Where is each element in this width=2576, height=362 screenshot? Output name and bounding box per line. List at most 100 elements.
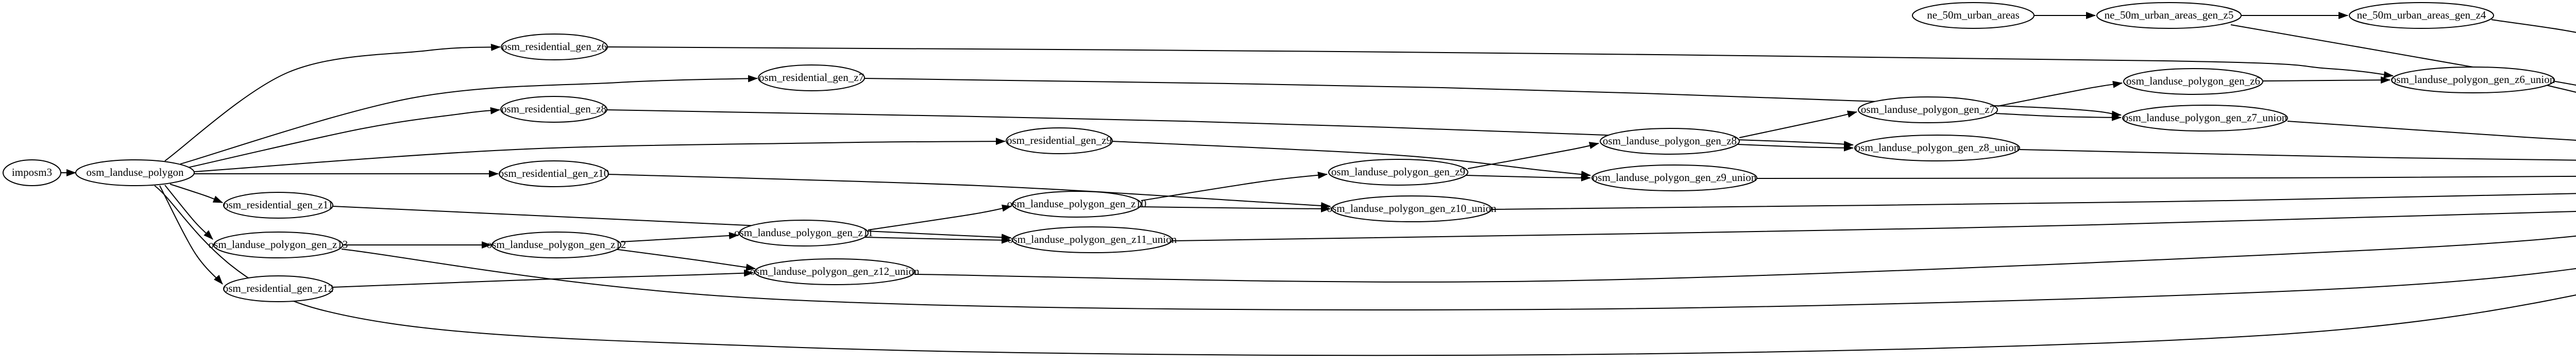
node-label-osm_landuse_polygon_gen_z9_union: osm_landuse_polygon_gen_z9_union (1592, 171, 1757, 184)
node-osm_landuse_polygon_gen_z11: osm_landuse_polygon_gen_z11 (734, 220, 873, 246)
edge-ne_50m_urban_areas_gen_z5-to-layer_landuse:z5 (2230, 24, 2576, 86)
edge-osm_landuse_polygon_gen_z11-to-osm_landuse_polygon_gen_z10 (868, 204, 1012, 231)
node-ellipse-osm_landuse_polygon_gen_z7 (1858, 96, 1998, 123)
edge-osm_residential_gen_z6-to-osm_landuse_polygon_gen_z6_union (607, 46, 2394, 78)
edge-osm_residential_gen_z7-to-osm_landuse_polygon_gen_z7_union (864, 78, 2122, 118)
node-label-osm_residential_gen_z8: osm_residential_gen_z8 (501, 103, 606, 115)
node-ellipse-osm_landuse_polygon_gen_z10_union (1331, 195, 1492, 222)
edge-osm_residential_gen_z9-to-osm_landuse_polygon_gen_z9_union (1112, 141, 1591, 178)
edge-osm_landuse_polygon-to-osm_residential_gen_z12 (159, 185, 223, 285)
edge-osm_landuse_polygon_gen_z8-to-osm_landuse_polygon_gen_z7 (1739, 110, 1857, 138)
node-osm_residential_gen_z7: osm_residential_gen_z7 (758, 64, 865, 91)
node-ellipse-osm_residential_gen_z6 (501, 34, 608, 60)
node-ellipse-osm_landuse_polygon_gen_z9 (1328, 159, 1468, 186)
node-label-osm_residential_gen_z11: osm_residential_gen_z11 (223, 199, 333, 211)
node-osm_landuse_polygon_gen_z12: osm_landuse_polygon_gen_z12 (487, 232, 626, 258)
node-label-osm_landuse_polygon_gen_z10_union: osm_landuse_polygon_gen_z10_union (1327, 202, 1497, 215)
edge-osm_landuse_polygon_gen_z8-to-osm_landuse_polygon_gen_z8_union (1737, 144, 1854, 152)
edge-osm_landuse_polygon_gen_z13-to-layer_landuse:z13 (341, 249, 2576, 310)
node-label-ne_50m_urban_areas: ne_50m_urban_areas (1927, 9, 2020, 21)
node-osm_landuse_polygon_gen_z9: osm_landuse_polygon_gen_z9 (1328, 159, 1468, 186)
edge-osm_landuse_polygon_gen_z10-to-osm_landuse_polygon_gen_z10_union (1140, 205, 1331, 212)
node-ellipse-ne_50m_urban_areas (1912, 2, 2035, 29)
node-osm_landuse_polygon_gen_z8: osm_landuse_polygon_gen_z8 (1600, 128, 1740, 155)
edge-osm_landuse_polygon_gen_z6-to-osm_landuse_polygon_gen_z6_union (2262, 76, 2391, 84)
node-ne_50m_urban_areas: ne_50m_urban_areas (1912, 2, 2035, 29)
node-ellipse-osm_landuse_polygon_gen_z6 (2123, 68, 2263, 95)
edge-osm_residential_gen_z12-to-osm_landuse_polygon_gen_z12_union (332, 269, 754, 288)
edge-osm_landuse_polygon_gen_z9-to-osm_landuse_polygon_gen_z9_union (1466, 174, 1591, 182)
node-osm_landuse_polygon_gen_z7: osm_landuse_polygon_gen_z7 (1858, 96, 1998, 123)
node-osm_landuse_polygon_gen_z13: osm_landuse_polygon_gen_z13 (209, 232, 348, 258)
node-label-osm_landuse_polygon_gen_z13: osm_landuse_polygon_gen_z13 (209, 238, 348, 251)
node-label-ne_50m_urban_areas_gen_z5: ne_50m_urban_areas_gen_z5 (2105, 9, 2234, 21)
node-osm_landuse_polygon_gen_z9_union: osm_landuse_polygon_gen_z9_union (1591, 164, 1757, 191)
node-ellipse-osm_residential_gen_z11 (223, 192, 333, 219)
node-ne_50m_urban_areas_gen_z4: ne_50m_urban_areas_gen_z4 (2349, 2, 2494, 29)
edge-osm_landuse_polygon_gen_z7_union-to-layer_landuse:z7 (2287, 121, 2576, 141)
edge-osm_landuse_polygon_gen_z9_union-to-layer_landuse:z9 (1756, 175, 2576, 179)
node-ellipse-osm_residential_gen_z10 (499, 160, 609, 187)
edge-osm_landuse_polygon-to-layer_landuse:z14+ (154, 185, 2576, 356)
node-osm_landuse_polygon_gen_z11_union: osm_landuse_polygon_gen_z11_union (1008, 226, 1177, 253)
node-osm_landuse_polygon_gen_z8_union: osm_landuse_polygon_gen_z8_union (1854, 135, 2020, 161)
node-osm_residential_gen_z12: osm_residential_gen_z12 (223, 275, 334, 302)
edge-osm_landuse_polygon_gen_z12-to-osm_landuse_polygon_gen_z11 (620, 232, 739, 242)
node-ellipse-osm_landuse_polygon_gen_z7_union (2122, 105, 2288, 131)
node-label-osm_landuse_polygon_gen_z11: osm_landuse_polygon_gen_z11 (734, 226, 873, 239)
node-ellipse-osm_residential_gen_z12 (223, 275, 333, 302)
node-ellipse-osm_residential_gen_z7 (758, 64, 865, 91)
node-ellipse-osm_landuse_polygon_gen_z11 (739, 220, 869, 246)
node-osm_landuse_polygon: osm_landuse_polygon (75, 159, 195, 186)
node-ellipse-osm_landuse_polygon_gen_z13 (213, 232, 343, 258)
edge-osm_residential_gen_z11-to-osm_landuse_polygon_gen_z11_union (332, 206, 1011, 241)
node-osm_landuse_polygon_gen_z10: osm_landuse_polygon_gen_z10 (1007, 191, 1146, 218)
node-label-osm_landuse_polygon_gen_z6: osm_landuse_polygon_gen_z6 (2126, 75, 2260, 87)
edge-osm_landuse_polygon_gen_z7-to-osm_landuse_polygon_gen_z7_union (1995, 113, 2122, 121)
node-ellipse-osm_landuse_polygon_gen_z11_union (1012, 226, 1173, 253)
edge-osm_residential_gen_z8-to-osm_landuse_polygon_gen_z8_union (606, 109, 1854, 149)
node-label-osm_residential_gen_z9: osm_residential_gen_z9 (1007, 134, 1112, 146)
edge-osm_landuse_polygon-to-osm_residential_gen_z11 (170, 184, 223, 203)
node-osm_landuse_polygon_gen_z12_union: osm_landuse_polygon_gen_z12_union (750, 258, 920, 285)
node-ellipse-osm_landuse_polygon_gen_z10 (1012, 191, 1142, 218)
node-label-osm_residential_gen_z7: osm_residential_gen_z7 (759, 71, 864, 84)
node-imposm3: imposm3 (3, 159, 61, 186)
node-osm_residential_gen_z8: osm_residential_gen_z8 (500, 96, 607, 123)
node-ellipse-osm_residential_gen_z8 (500, 96, 607, 123)
node-label-osm_landuse_polygon_gen_z9: osm_landuse_polygon_gen_z9 (1331, 166, 1465, 178)
node-label-osm_landuse_polygon_gen_z7: osm_landuse_polygon_gen_z7 (1861, 103, 1995, 116)
node-osm_landuse_polygon_gen_z6: osm_landuse_polygon_gen_z6 (2123, 68, 2263, 95)
node-ellipse-osm_landuse_polygon_gen_z12 (492, 232, 621, 258)
node-label-osm_residential_gen_z10: osm_residential_gen_z10 (499, 167, 609, 179)
node-ellipse-osm_landuse_polygon_gen_z8 (1600, 128, 1740, 155)
node-osm_residential_gen_z10: osm_residential_gen_z10 (499, 160, 609, 187)
node-label-osm_residential_gen_z6: osm_residential_gen_z6 (502, 40, 607, 53)
edge-osm_landuse_polygon_gen_z10_union-to-layer_landuse:z10 (1491, 193, 2576, 210)
edge-osm_landuse_polygon-to-osm_residential_gen_z8 (185, 107, 500, 169)
edge-osm_landuse_polygon_gen_z11_union-to-layer_landuse:z11 (1172, 210, 2576, 241)
node-label-osm_landuse_polygon_gen_z8_union: osm_landuse_polygon_gen_z8_union (1855, 141, 2020, 154)
node-ellipse-ne_50m_urban_areas_gen_z5 (2096, 2, 2242, 29)
edge-osm_landuse_polygon-to-osm_landuse_polygon_gen_z13 (164, 185, 213, 240)
edge-ne_50m_urban_areas_gen_z4-to-layer_landuse:z4 (2491, 19, 2576, 33)
node-label-ne_50m_urban_areas_gen_z4: ne_50m_urban_areas_gen_z4 (2357, 9, 2486, 21)
node-ellipse-osm_landuse_polygon_gen_z8_union (1854, 135, 2020, 161)
node-osm_residential_gen_z11: osm_residential_gen_z11 (223, 192, 333, 219)
edge-osm_landuse_polygon_gen_z9-to-osm_landuse_polygon_gen_z8 (1467, 142, 1599, 169)
node-ellipse-ne_50m_urban_areas_gen_z4 (2349, 2, 2494, 29)
node-label-osm_landuse_polygon_gen_z8: osm_landuse_polygon_gen_z8 (1603, 135, 1737, 147)
node-osm_landuse_polygon_gen_z10_union: osm_landuse_polygon_gen_z10_union (1327, 195, 1497, 222)
edge-osm_landuse_polygon-to-osm_residential_gen_z9 (194, 138, 1006, 172)
edge-osm_landuse_polygon_gen_z7-to-osm_landuse_polygon_gen_z6 (1997, 80, 2123, 107)
node-ellipse-osm_landuse_polygon_gen_z9_union (1591, 164, 1757, 191)
node-label-osm_landuse_polygon_gen_z6_union: osm_landuse_polygon_gen_z6_union (2391, 73, 2555, 86)
edge-osm_landuse_polygon_gen_z12-to-osm_landuse_polygon_gen_z12_union (610, 248, 756, 271)
edge-osm_landuse_polygon-to-osm_residential_gen_z6 (164, 43, 501, 161)
edge-osm_landuse_polygon_gen_z12_union-to-layer_landuse:z12 (914, 235, 2576, 283)
node-label-osm_landuse_polygon_gen_z12: osm_landuse_polygon_gen_z12 (487, 238, 626, 251)
node-label-osm_landuse_polygon_gen_z12_union: osm_landuse_polygon_gen_z12_union (750, 265, 920, 277)
node-ne_50m_urban_areas_gen_z5: ne_50m_urban_areas_gen_z5 (2096, 2, 2242, 29)
node-label-osm_residential_gen_z12: osm_residential_gen_z12 (223, 282, 334, 294)
